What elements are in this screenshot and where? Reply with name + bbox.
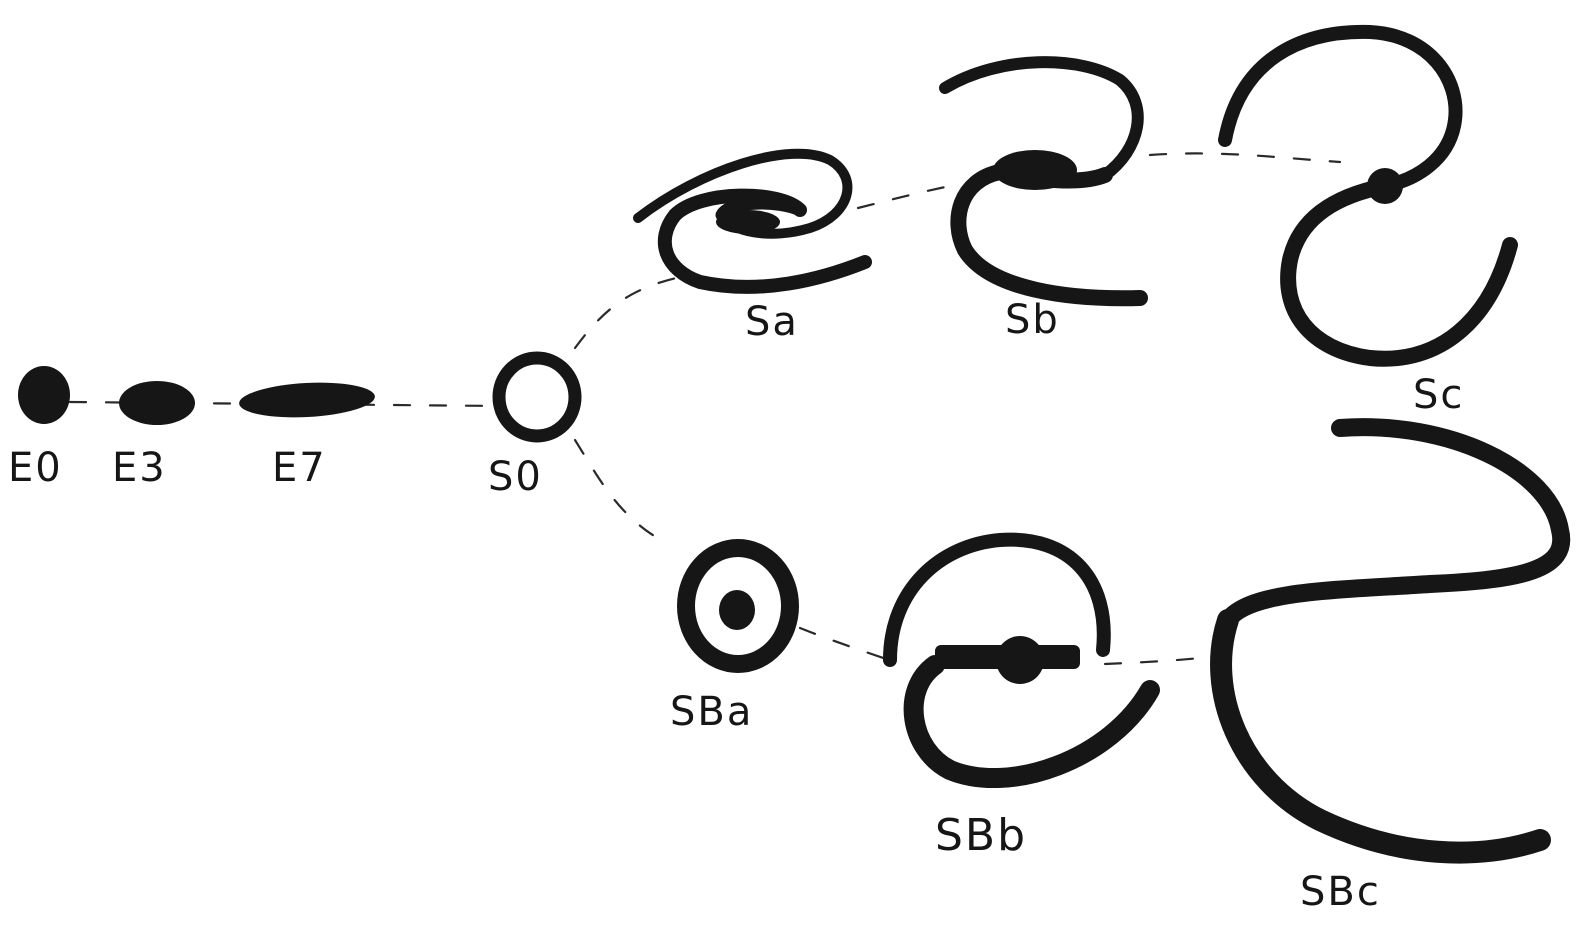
galaxy-sbb — [890, 540, 1150, 778]
barred-spiral-branch-line — [575, 440, 670, 545]
label-sbc: SBc — [1300, 869, 1381, 915]
label-sc: Sc — [1413, 372, 1464, 418]
galaxy-e0 — [18, 366, 70, 424]
normal-spiral-branch-line — [575, 275, 690, 348]
label-e0: E0 — [8, 445, 63, 491]
galaxy-e3 — [119, 381, 195, 425]
barred-spiral-line-sbb-sbc — [1105, 655, 1225, 664]
label-sbb: SBb — [935, 810, 1027, 861]
galaxy-sba — [686, 548, 790, 664]
label-sb: Sb — [1005, 297, 1060, 343]
galaxy-sa — [638, 154, 865, 287]
label-sba: SBa — [670, 689, 753, 735]
label-sa: Sa — [745, 299, 799, 345]
label-e3: E3 — [112, 445, 167, 491]
galaxy-s0 — [499, 358, 575, 436]
normal-spiral-line-sa-sb — [858, 185, 955, 208]
galaxy-sb — [945, 62, 1140, 298]
label-e7: E7 — [272, 445, 327, 491]
galaxy-e7 — [238, 379, 376, 420]
galaxy-sc — [1225, 32, 1510, 359]
galaxy-sbc — [1221, 427, 1561, 852]
normal-spiral-line-sb-sc — [1150, 153, 1340, 162]
label-s0: S0 — [488, 454, 543, 500]
barred-spiral-line-sba-sbb — [800, 628, 895, 662]
